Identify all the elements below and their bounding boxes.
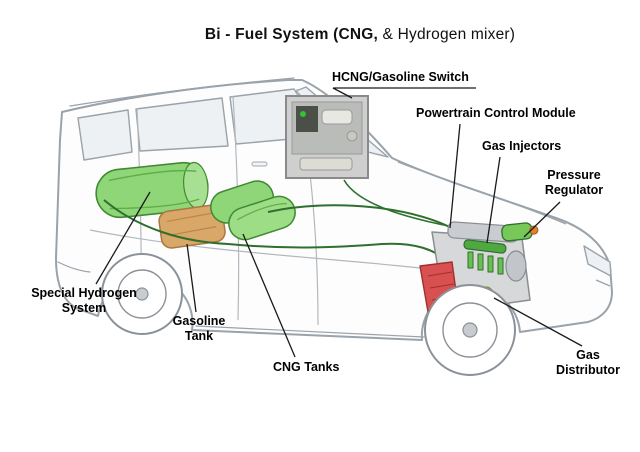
switch-rocker — [321, 109, 353, 125]
leader-hcng-switch — [332, 87, 476, 99]
leader-lines — [95, 87, 583, 358]
leader-pressure-regulator — [523, 201, 561, 238]
diagram-title-regular: & Hydrogen mixer) — [378, 26, 516, 43]
label-pressure-regulator: Pressure Regulator — [544, 168, 604, 197]
fuel-lines — [103, 179, 463, 263]
switch-knob — [346, 130, 358, 142]
rear-wheel — [101, 253, 183, 335]
car-front-details — [397, 161, 612, 287]
wheels — [101, 253, 516, 376]
leader-gas-injectors — [486, 156, 501, 244]
label-cng-tanks: CNG Tanks — [273, 360, 340, 374]
cng-tanks-part — [210, 180, 296, 241]
leader-gasoline-tank — [186, 243, 197, 313]
fuel-line-lower — [103, 199, 451, 263]
window-rear-quarter — [77, 109, 133, 161]
leader-cng-tanks — [242, 233, 296, 358]
rear-bumper-line — [57, 261, 91, 273]
leader-powertrain — [449, 123, 461, 229]
switch-lower-bar — [299, 157, 353, 171]
leader-gas-distributor — [493, 297, 583, 347]
interior-floor-line — [89, 229, 421, 269]
label-powertrain-control-module: Powertrain Control Module — [416, 106, 576, 120]
switch-inset — [285, 95, 369, 179]
front-wheel — [424, 284, 516, 376]
label-gasoline-tank: Gasoline Tank — [172, 314, 226, 343]
fuel-line-switch — [343, 179, 459, 229]
diagram-title: Bi - Fuel System (CNG, & Hydrogen mixer) — [140, 26, 580, 44]
gas-injectors-part — [463, 239, 507, 275]
switch-dark-housing — [296, 106, 318, 132]
label-hcng-switch: HCNG/Gasoline Switch — [332, 70, 469, 84]
headlight — [583, 245, 612, 277]
hood-seam — [397, 161, 567, 225]
switch-led — [300, 111, 306, 117]
engine-cylinder — [505, 250, 527, 282]
grille-line — [595, 279, 611, 287]
diagram-title-bold: Bi - Fuel System (CNG, — [204, 26, 379, 43]
leader-special-hydrogen — [95, 191, 151, 285]
label-gas-distributor: Gas Distributor — [556, 348, 620, 377]
roof-rail — [69, 77, 295, 107]
sill-line — [195, 325, 425, 338]
label-gas-injectors: Gas Injectors — [482, 139, 562, 153]
label-special-hydrogen-system: Special Hydrogen System — [31, 286, 137, 315]
door-handle-front — [251, 161, 268, 167]
